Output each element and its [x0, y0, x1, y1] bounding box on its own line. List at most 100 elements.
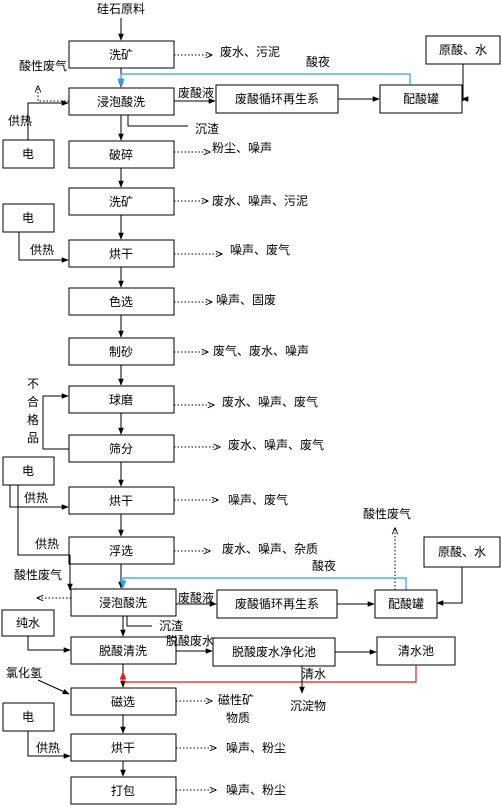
emission-dry-1: 噪声、废气 — [174, 242, 290, 257]
emission-label: 废水、噪声、废气 — [222, 394, 318, 409]
step-crush: 破碎 — [68, 140, 175, 169]
purify-label: 脱酸废水净化池 — [232, 644, 316, 659]
emission-label: 废气、废水、噪声 — [213, 343, 309, 358]
acid-gas-label-3: 酸性废气 — [363, 506, 411, 521]
emission-label: 噪声、废气 — [230, 242, 290, 257]
power-label: 电 — [22, 147, 34, 161]
line-raw2-to-mix2 — [436, 567, 463, 606]
emission-magnetic: 磁性矿 物质 — [176, 692, 254, 725]
heat-line-5 — [27, 731, 71, 759]
pure-water-line — [27, 636, 71, 653]
raw-material-label: 硅石原料 — [97, 2, 145, 16]
waste-acid-label-1: 废酸液 — [178, 85, 214, 100]
heat-line-3 — [9, 485, 69, 510]
heat-label-2: 供热 — [30, 243, 54, 257]
emission-flotation: 废水、噪声、杂质 — [174, 541, 318, 556]
step-label: 色选 — [109, 295, 133, 309]
emission-color-sort: 噪声、固废 — [174, 292, 276, 307]
mix-label: 配酸罐 — [388, 596, 424, 611]
emission-label: 噪声、粉尘 — [226, 783, 286, 797]
step-label: 烘干 — [111, 741, 135, 755]
emission-ball-mill: 废水、噪声、废气 — [174, 394, 318, 409]
regen-label: 废酸循环再生系 — [235, 596, 319, 611]
step-label: 脱酸清洗 — [99, 643, 147, 658]
clear-pool-label: 清水池 — [398, 644, 434, 658]
emission-label: 物质 — [226, 711, 250, 725]
regen-system-1: 废酸循环再生系 — [215, 84, 339, 114]
power-label: 电 — [22, 464, 34, 478]
reject-char: 合 — [27, 394, 39, 409]
step-wash-1: 洗矿 — [68, 40, 175, 69]
acid-mix-tank-2: 配酸罐 — [374, 589, 438, 619]
emission-label: 噪声、粉尘 — [226, 741, 286, 755]
acid-liquid-label-1: 酸夜 — [306, 54, 330, 69]
step-label: 烘干 — [109, 494, 133, 508]
waste-acid-label-2: 废酸液 — [178, 590, 214, 605]
step-label: 浸泡酸洗 — [97, 94, 145, 109]
regen-label: 废酸循环再生系 — [235, 91, 319, 106]
emission-label: 废水、噪声、污泥 — [212, 193, 308, 208]
regen-system-2: 废酸循环再生系 — [216, 589, 338, 619]
step-deacid-wash: 脱酸清洗 — [70, 636, 177, 665]
step-label: 打包 — [111, 784, 135, 798]
heat-label-5: 供热 — [36, 741, 60, 755]
sediment-label-1: 沉渣 — [195, 122, 219, 136]
step-label: 洗矿 — [109, 195, 133, 209]
emission-sand-making: 废气、废水、噪声 — [174, 343, 309, 358]
power-box-4: 电 — [2, 702, 55, 732]
acid-mix-tank-1: 配酸罐 — [379, 84, 463, 114]
deacid-waste-label: 脱酸废水 — [166, 633, 214, 648]
step-color-sort: 色选 — [68, 287, 175, 316]
step-label: 制砂 — [109, 345, 133, 359]
raw-acid-label: 原酸、水 — [438, 544, 486, 559]
step-label: 破碎 — [109, 147, 133, 162]
step-wash-2: 洗矿 — [68, 187, 175, 216]
acid-gas-label: 酸性废气 — [19, 58, 67, 73]
sediment-line-1 — [127, 115, 188, 127]
power-label: 电 — [22, 710, 34, 724]
emission-label: 粉尘、噪声 — [212, 141, 272, 155]
acid-gas-label-2: 酸性废气 — [14, 567, 62, 582]
raw-acid-water-2: 原酸、水 — [423, 536, 501, 568]
emission-packing: 噪声、粉尘 — [176, 783, 286, 797]
step-label: 浮选 — [109, 544, 133, 558]
step-label: 洗矿 — [109, 48, 133, 62]
hcl-label: 氯化氢 — [6, 665, 42, 680]
step-dry-3: 烘干 — [70, 733, 177, 762]
step-dry-1: 烘干 — [68, 239, 175, 268]
reject-char: 格 — [27, 412, 39, 427]
step-label: 磁选 — [111, 694, 135, 709]
heat-line-2 — [18, 232, 69, 263]
emission-screening: 废水、噪声、废气 — [174, 437, 324, 452]
clear-water-pool: 清水池 — [376, 636, 456, 666]
emission-label: 废水、噪声、杂质 — [222, 541, 318, 556]
pure-water-box: 纯水 — [1, 609, 55, 637]
emission-crush: 粉尘、噪声 — [174, 141, 272, 155]
heat-line-1 — [27, 100, 69, 140]
heat-line-4 — [17, 485, 73, 591]
step-label: 筛分 — [109, 441, 133, 456]
acid-return-line-1 — [117, 73, 411, 87]
acid-gas-1: 酸性废气 — [19, 58, 69, 102]
precipitate-label: 沉淀物 — [290, 699, 326, 713]
step-acid-soak-1: 浸泡酸洗 — [68, 87, 175, 116]
clear-water-label: 清水 — [302, 667, 326, 681]
power-label: 电 — [22, 211, 34, 225]
reject-char: 不 — [27, 377, 39, 391]
hcl-line — [37, 679, 70, 695]
reject-loop-line — [42, 393, 69, 450]
main-flow-arrows — [118, 68, 126, 777]
step-label: 烘干 — [109, 247, 133, 261]
step-packing: 打包 — [70, 776, 177, 805]
power-box-2: 电 — [2, 203, 55, 233]
emission-label: 废水、污泥 — [220, 44, 280, 59]
heat-label-1: 供热 — [8, 114, 32, 128]
reject-label: 不 合 格 品 — [27, 377, 39, 445]
emission-dry-3: 噪声、粉尘 — [176, 741, 286, 755]
power-box-3: 电 — [2, 456, 55, 486]
sediment-line-2 — [126, 616, 152, 627]
step-acid-soak-2: 浸泡酸洗 — [70, 588, 177, 617]
clear-water-return-line — [119, 665, 417, 683]
acid-liquid-label-2: 酸夜 — [312, 558, 336, 573]
